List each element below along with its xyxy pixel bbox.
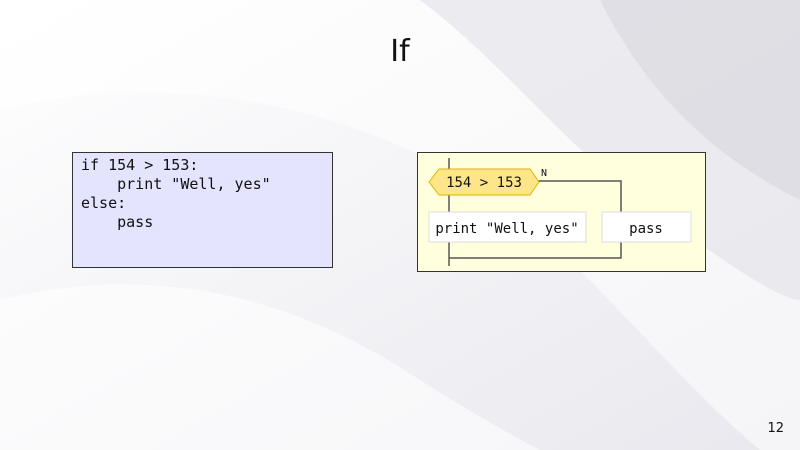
- flow-line-merge: [449, 242, 622, 259]
- page-number: 12: [767, 421, 784, 436]
- code-line: print "Well, yes": [81, 175, 271, 193]
- condition-hexagon: [428, 168, 540, 196]
- false-branch-label: pass: [629, 221, 663, 237]
- code-line: if 154 > 153:: [81, 156, 199, 174]
- condition-label: 154 > 153: [446, 175, 522, 191]
- code-line: pass: [81, 213, 154, 231]
- code-line: else:: [81, 194, 127, 212]
- false-branch-box: [601, 211, 692, 243]
- slide-title: If: [390, 34, 410, 69]
- no-branch-label: N: [541, 168, 547, 179]
- flow-line-no-branch: [538, 180, 622, 212]
- true-branch-box: [428, 211, 587, 243]
- true-branch-label: print "Well, yes": [435, 221, 578, 237]
- code-block: if 154 > 153: print "Well, yes"else: pas…: [72, 152, 333, 268]
- flowchart-diagram: 154 > 153 N print "Well, yes" pass: [417, 152, 706, 272]
